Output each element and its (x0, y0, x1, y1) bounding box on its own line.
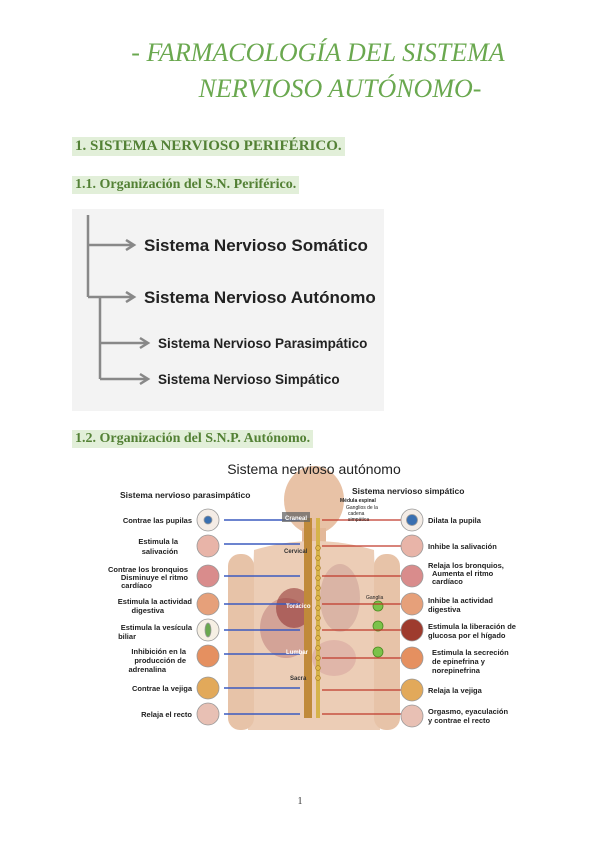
para-effect-label: Relaja el recto (141, 710, 192, 719)
region-label: Sacra (290, 676, 307, 682)
autonomic-nervous-system-figure: Sistema nervioso autónomo Sistema nervio… (104, 458, 524, 734)
region-label: Cervical (284, 549, 308, 555)
symp-effect-label: y contrae el recto (428, 716, 491, 725)
region-label: Craneal (285, 516, 307, 522)
para-effect-label: adrenalina (128, 665, 166, 674)
para-effect-label: Contrae los bronquios (108, 565, 188, 574)
para-effect-label: Estimula la vesícula (121, 623, 193, 632)
tree-label-autonomic: Sistema Nervioso Autónomo (144, 288, 376, 307)
tree-label-parasympathetic: Sistema Nervioso Parasimpático (158, 336, 367, 351)
ganglia-label: Ganglia (366, 595, 383, 601)
spine-label: Ganglios de la (346, 505, 378, 511)
spine-label: Médula espinal (340, 498, 376, 504)
spine-label: simpática (348, 517, 369, 523)
para-effect-label: Contrae la vejiga (132, 684, 193, 693)
document-title-line1: - FARMACOLOGÍA DEL SISTEMA (131, 38, 505, 67)
region-label: Torácico (286, 604, 311, 610)
figure-title: Sistema nervioso autónomo (227, 461, 401, 477)
symp-effect-label: Estimula la secreción (432, 648, 509, 657)
symp-effect-label: digestiva (428, 605, 461, 614)
para-effect-label: Estimula la actividad (118, 597, 193, 606)
symp-effect-label: Inhibe la actividad (428, 596, 493, 605)
para-effect-label: Contrae las pupilas (123, 516, 192, 525)
parasympathetic-header: Sistema nervioso parasimpático (120, 490, 250, 500)
symp-effect-label: Inhibe la salivación (428, 542, 497, 551)
region-label: Lumbar (286, 650, 309, 656)
para-effect-label: digestiva (131, 606, 164, 615)
para-effect-label: Estimula la (138, 537, 178, 546)
page-number: 1 (297, 796, 303, 807)
body-silhouette (228, 466, 400, 730)
para-effect-label: Disminuye el ritmo (121, 573, 189, 582)
tree-label-sympathetic: Sistema Nervioso Simpático (158, 372, 340, 387)
pns-organization-diagram: Sistema Nervioso Somático Sistema Nervio… (72, 209, 384, 411)
subsection-heading-autonomic: 1.2. Organización del S.N.P. Autónomo. (72, 430, 314, 448)
para-effect-label: salivación (142, 547, 179, 556)
para-effect-label: biliar (118, 632, 136, 641)
tree-label-somatic: Sistema Nervioso Somático (144, 236, 368, 255)
symp-effect-label: de epinefrina y (432, 657, 486, 666)
document-title-line2: NERVIOSO AUTÓNOMO- (198, 74, 482, 103)
subsection-heading: 1.1. Organización del S.N. Periférico. (72, 176, 300, 194)
symp-effect-label: Relaja los bronquios, (428, 561, 504, 570)
para-effect-label: cardíaco (121, 581, 152, 590)
symp-effect-label: Dilata la pupila (428, 516, 482, 525)
para-effect-label: Inhibición en la (131, 647, 186, 656)
symp-effect-label: glucosa por el hígado (428, 631, 506, 640)
symp-effect-label: Aumenta el ritmo (432, 569, 494, 578)
symp-effect-label: cardíaco (432, 577, 463, 586)
symp-effect-label: norepinefrina (432, 666, 481, 675)
symp-effect-label: Relaja la vejiga (428, 686, 483, 695)
spine-label: cadena (348, 511, 365, 517)
symp-effect-label: Estimula la liberación de (428, 622, 516, 631)
symp-effect-label: Orgasmo, eyaculación (428, 707, 508, 716)
section-heading: 1. SISTEMA NERVIOSO PERIFÉRICO. (72, 137, 345, 156)
para-effect-label: producción de (134, 656, 186, 665)
sympathetic-header: Sistema nervioso simpático (352, 486, 464, 496)
